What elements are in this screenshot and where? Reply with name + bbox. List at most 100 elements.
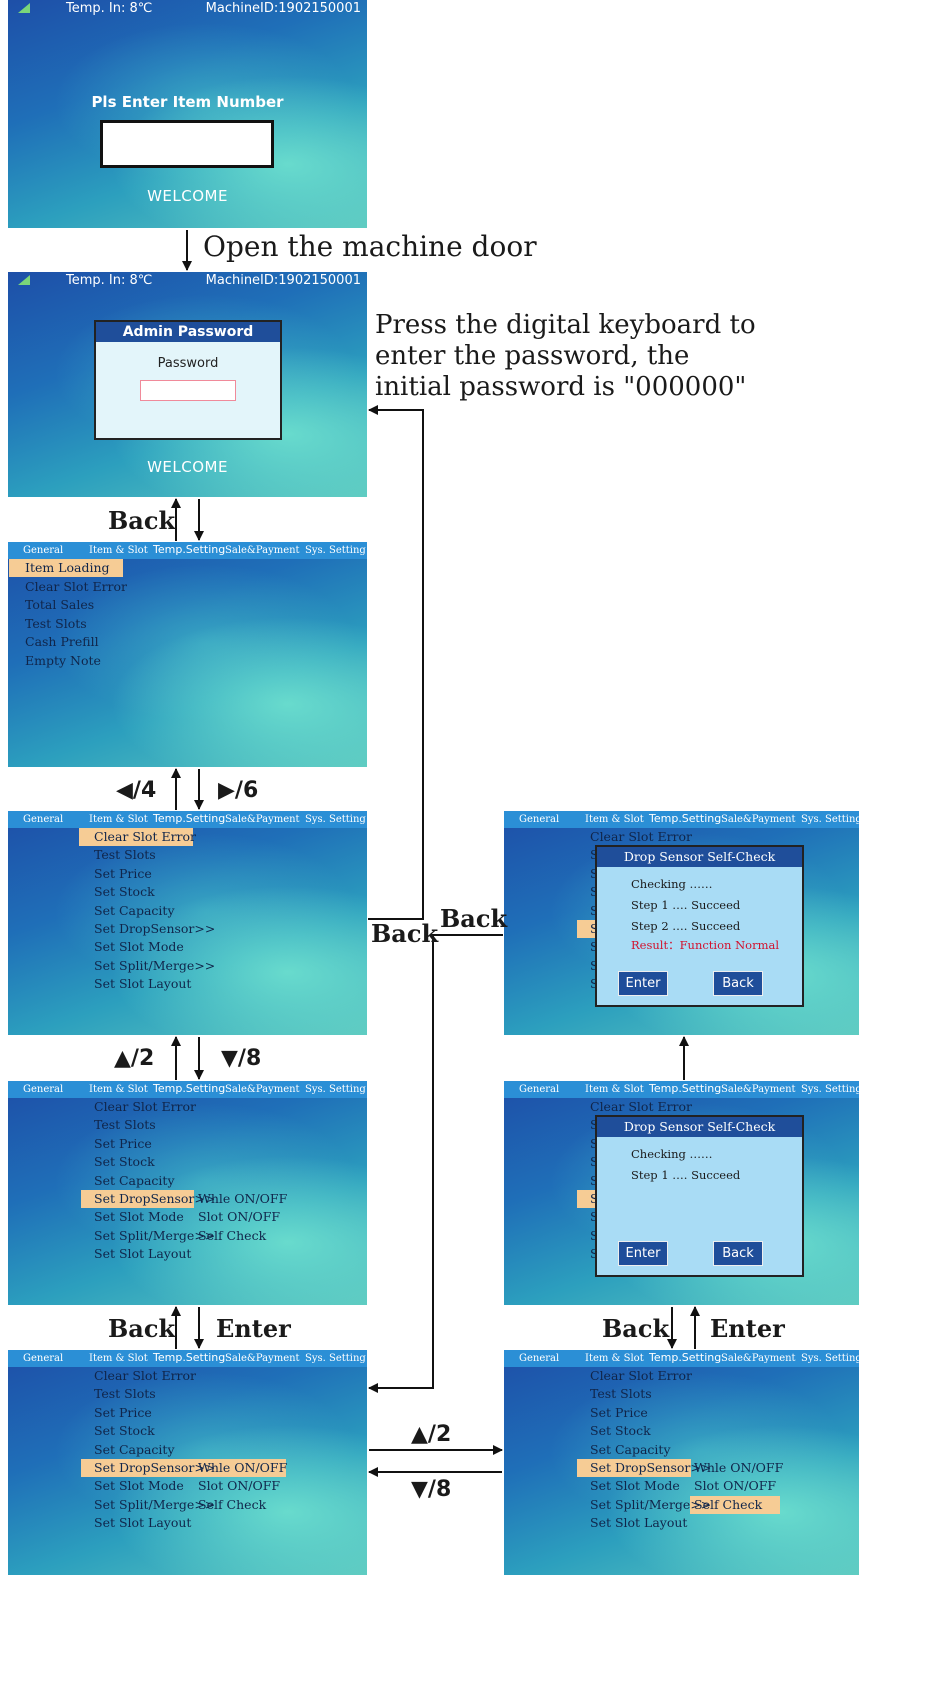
menu-item[interactable]: Set Slot Layout: [94, 1246, 192, 1262]
menu-item[interactable]: Set Slot Layout: [590, 1515, 688, 1531]
tab-temp-setting[interactable]: Temp.Setting: [649, 812, 722, 825]
label-password-note-1: Press the digital keyboard to: [375, 310, 756, 340]
menu-item[interactable]: Set Stock: [94, 1423, 155, 1439]
menu-item[interactable]: Set Capacity: [590, 1441, 671, 1457]
menu-item[interactable]: Set Slot Layout: [94, 1515, 192, 1531]
menu-item[interactable]: Clear Slot Error: [94, 1099, 197, 1114]
menu-item[interactable]: Set Capacity: [94, 902, 175, 918]
tab-temp-setting[interactable]: Temp.Setting: [649, 1351, 722, 1364]
menu-item[interactable]: Test Slots: [25, 615, 87, 631]
tab-sys-setting[interactable]: Sys. Setting: [801, 1353, 859, 1364]
menu-item[interactable]: Set Split/Merge>>: [590, 1496, 712, 1512]
menu-item[interactable]: Set Stock: [94, 1154, 155, 1170]
tab-general[interactable]: General: [519, 1084, 560, 1095]
tab-temp-setting[interactable]: Temp.Setting: [153, 812, 226, 825]
menu-item[interactable]: Set Slot Mode: [94, 1209, 184, 1225]
tab-sale-payment[interactable]: Sale&Payment: [721, 1084, 796, 1095]
tab-sale-payment[interactable]: Sale&Payment: [225, 1084, 300, 1095]
tab-general[interactable]: General: [519, 1353, 560, 1364]
submenu-item[interactable]: Slot ON/OFF: [198, 1209, 281, 1225]
tab-sys-setting[interactable]: Sys. Setting: [801, 1084, 859, 1095]
enter-button[interactable]: Enter: [618, 1241, 668, 1266]
tab-item-slot[interactable]: Item & Slot: [89, 545, 148, 556]
menu-item[interactable]: Set Split/Merge>>: [94, 1227, 216, 1243]
menu-item[interactable]: Clear Slot Error: [590, 1099, 693, 1114]
tab-sys-setting[interactable]: Sys. Setting: [305, 1353, 366, 1364]
menu-item[interactable]: Set Price: [94, 1135, 152, 1151]
menu-item[interactable]: Test Slots: [94, 1386, 156, 1402]
submenu-item[interactable]: Slot ON/OFF: [198, 1478, 281, 1494]
submenu-item[interactable]: Self Check: [198, 1227, 267, 1243]
menu-item[interactable]: Set Price: [590, 1404, 648, 1420]
tab-sale-payment[interactable]: Sale&Payment: [225, 814, 300, 825]
tab-temp-setting[interactable]: Temp.Setting: [153, 1082, 226, 1095]
tab-item-slot[interactable]: Item & Slot: [585, 1353, 644, 1364]
menu-item[interactable]: Set Slot Mode: [94, 1478, 184, 1494]
welcome-text: WELCOME: [147, 458, 228, 476]
tab-sys-setting[interactable]: Sys. Setting: [305, 545, 366, 556]
submenu-item[interactable]: Whle ON/OFF: [198, 1460, 288, 1475]
menu-item[interactable]: Set Split/Merge>>: [94, 957, 216, 973]
menu-item[interactable]: Clear Slot Error: [25, 578, 128, 594]
tab-item-slot[interactable]: Item & Slot: [585, 1084, 644, 1095]
tab-general[interactable]: General: [519, 814, 560, 825]
menu-item[interactable]: Set Capacity: [94, 1172, 175, 1188]
tab-item-slot[interactable]: Item & Slot: [89, 1084, 148, 1095]
menu-item[interactable]: Set Stock: [590, 1423, 651, 1439]
tab-temp-setting[interactable]: Temp.Setting: [153, 543, 226, 556]
tab-item-slot[interactable]: Item & Slot: [89, 814, 148, 825]
submenu-item[interactable]: Whle ON/OFF: [694, 1460, 784, 1475]
menu-item[interactable]: Set Slot Layout: [94, 976, 192, 992]
tab-sys-setting[interactable]: Sys. Setting: [305, 1084, 366, 1095]
menu-item[interactable]: Test Slots: [94, 847, 156, 863]
tab-item-slot[interactable]: Item & Slot: [89, 1353, 148, 1364]
menu-item[interactable]: Set Stock: [94, 884, 155, 900]
tab-sale-payment[interactable]: Sale&Payment: [225, 1353, 300, 1364]
menu-item[interactable]: Clear Slot Error: [94, 829, 197, 844]
tab-sys-setting[interactable]: Sys. Setting: [801, 814, 859, 825]
tab-temp-setting[interactable]: Temp.Setting: [649, 1082, 722, 1095]
menu-item[interactable]: Test Slots: [94, 1117, 156, 1133]
menu-item[interactable]: Cash Prefill: [25, 634, 99, 649]
enter-button[interactable]: Enter: [618, 971, 668, 996]
menu-item[interactable]: Clear Slot Error: [94, 1368, 197, 1383]
menu-item[interactable]: Empty Note: [25, 652, 101, 668]
tab-temp-setting[interactable]: Temp.Setting: [153, 1351, 226, 1364]
menu-item[interactable]: Set DropSensor>>: [94, 921, 216, 936]
tab-sys-setting[interactable]: Sys. Setting: [305, 814, 366, 825]
menu-item[interactable]: Set DropSensor>>: [94, 1191, 216, 1206]
tab-sale-payment[interactable]: Sale&Payment: [225, 545, 300, 556]
step-1-line: Step 1 …. Succeed: [631, 1168, 741, 1182]
tab-general[interactable]: General: [23, 1353, 64, 1364]
tab-general[interactable]: General: [23, 814, 64, 825]
tab-sale-payment[interactable]: Sale&Payment: [721, 1353, 796, 1364]
submenu-item[interactable]: Self Check: [198, 1496, 267, 1512]
menu-item[interactable]: Set DropSensor>>: [94, 1460, 216, 1475]
menu-item[interactable]: Clear Slot Error: [590, 1368, 693, 1383]
password-input[interactable]: [140, 380, 236, 401]
menu-item[interactable]: Set Price: [94, 1404, 152, 1420]
tab-item-slot[interactable]: Item & Slot: [585, 814, 644, 825]
label-open-door: Open the machine door: [203, 230, 537, 263]
tab-sale-payment[interactable]: Sale&Payment: [721, 814, 796, 825]
back-button[interactable]: Back: [713, 971, 763, 996]
menu-item[interactable]: Clear Slot Error: [590, 829, 693, 844]
submenu-item[interactable]: Slot ON/OFF: [694, 1478, 777, 1494]
menu-item[interactable]: Set Slot Mode: [590, 1478, 680, 1494]
item-number-input[interactable]: [100, 120, 274, 168]
tab-general[interactable]: General: [23, 545, 64, 556]
tab-general[interactable]: General: [23, 1084, 64, 1095]
menu-item[interactable]: Set Split/Merge>>: [94, 1496, 216, 1512]
submenu-item[interactable]: Self Check: [694, 1496, 763, 1512]
back-button[interactable]: Back: [713, 1241, 763, 1266]
menu-item[interactable]: Set Price: [94, 865, 152, 881]
label-enter: Enter: [710, 1314, 785, 1343]
menu-item[interactable]: Set DropSensor>>: [590, 1460, 712, 1475]
menu-item[interactable]: Test Slots: [590, 1386, 652, 1402]
menu-item[interactable]: Set Slot Mode: [94, 939, 184, 955]
menu-item[interactable]: Item Loading: [25, 560, 110, 575]
menu-item[interactable]: Total Sales: [25, 597, 95, 612]
menu-item[interactable]: Set Capacity: [94, 1441, 175, 1457]
submenu-item[interactable]: Whle ON/OFF: [198, 1191, 288, 1206]
